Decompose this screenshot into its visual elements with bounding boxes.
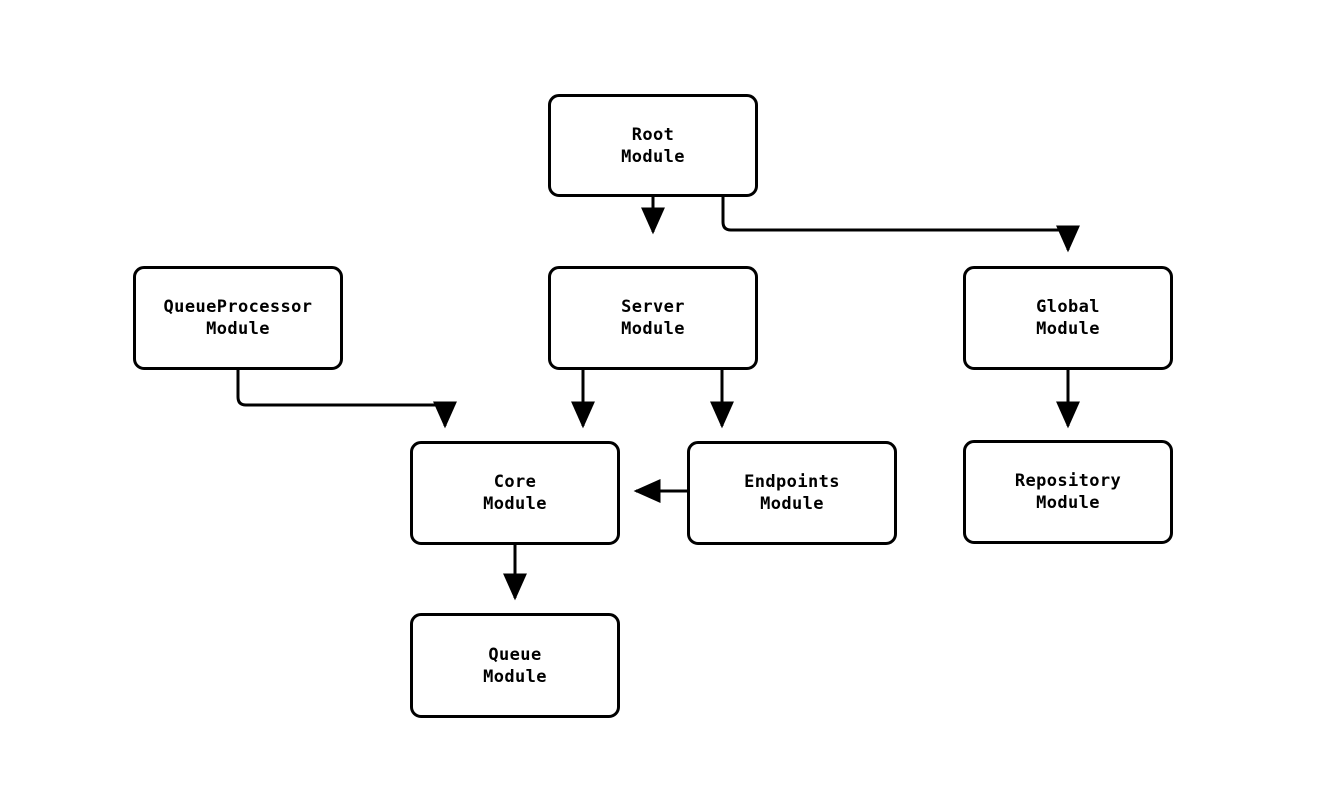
- node-server-module-subtitle: Module: [621, 319, 685, 339]
- node-queueprocessor-module[interactable]: QueueProcessor Module: [133, 266, 343, 370]
- node-repository-module[interactable]: Repository Module: [963, 440, 1173, 544]
- node-server-module-title: Server: [621, 297, 685, 317]
- node-endpoints-module[interactable]: Endpoints Module: [687, 441, 897, 545]
- node-queueprocessor-module-subtitle: Module: [206, 319, 270, 339]
- edge-root-global: [721, 197, 1080, 253]
- node-queue-module-subtitle: Module: [483, 666, 547, 687]
- node-global-module-title: Global: [1036, 297, 1100, 317]
- node-endpoints-module-subtitle: Module: [760, 494, 824, 514]
- node-queue-module-title: Queue: [488, 644, 542, 665]
- node-global-module[interactable]: Global Module: [963, 266, 1173, 370]
- node-core-module-subtitle: Module: [483, 494, 547, 514]
- node-queueprocessor-module-title: QueueProcessor: [163, 297, 313, 317]
- node-root-module-title: Root: [631, 124, 675, 145]
- node-root-module-subtitle: Module: [621, 146, 685, 167]
- node-core-module-title: Core: [493, 472, 537, 492]
- edge-queueprocessor-core: [236, 370, 457, 429]
- node-core-module[interactable]: Core Module: [410, 441, 620, 545]
- node-global-module-subtitle: Module: [1036, 319, 1100, 339]
- node-repository-module-title: Repository: [1014, 471, 1122, 491]
- node-repository-module-subtitle: Module: [1036, 493, 1100, 513]
- node-root-module[interactable]: Root Module: [548, 94, 758, 197]
- node-endpoints-module-title: Endpoints: [744, 472, 840, 492]
- node-queue-module[interactable]: Queue Module: [410, 613, 620, 718]
- node-server-module[interactable]: Server Module: [548, 266, 758, 370]
